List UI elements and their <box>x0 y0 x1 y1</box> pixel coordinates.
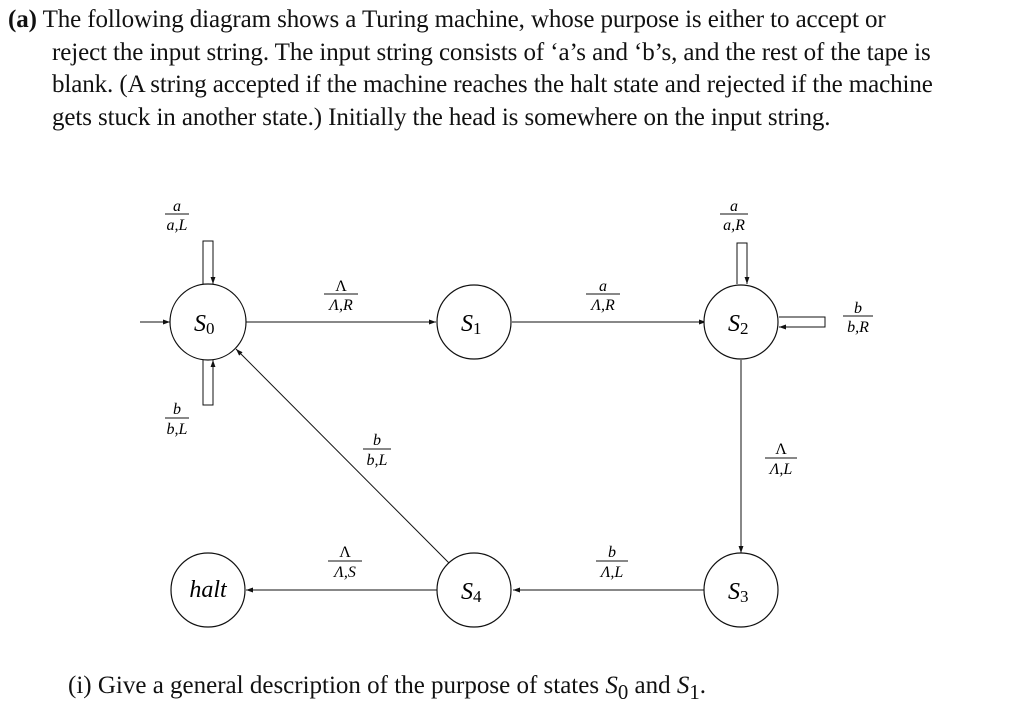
loop-s0-b <box>202 360 216 406</box>
label-s3-s4: b Λ,L <box>596 544 628 581</box>
label-s0-loop-a-action: a,L <box>167 217 188 234</box>
label-s4-halt-read: Λ <box>339 544 351 561</box>
label-s0-s1-read: Λ <box>335 278 347 295</box>
label-s0-loop-a-read: a <box>173 198 181 215</box>
state-s2-sub: 2 <box>740 319 749 338</box>
state-s4-name: S <box>461 579 473 605</box>
label-s0-loop-b-action: b,L <box>167 421 188 438</box>
state-s2-name: S <box>728 311 740 337</box>
subquestion-mid: and <box>628 672 677 699</box>
label-s4-s0-read: b <box>373 432 381 449</box>
state-s0-sub: 0 <box>206 319 215 338</box>
state-s1-sub: 1 <box>473 319 482 338</box>
state-s3-sub: 3 <box>740 587 749 606</box>
state-s2: S2 <box>703 284 779 360</box>
label-s1-s2: a Λ,R <box>586 278 620 314</box>
state-s3-name: S <box>728 579 740 605</box>
label-s1-s2-action: Λ,R <box>589 297 615 314</box>
svg-text:S4: S4 <box>461 579 482 606</box>
label-s2-s3-read: Λ <box>775 441 787 458</box>
state-s0: S0 <box>169 283 247 361</box>
svg-text:S3: S3 <box>728 579 749 606</box>
question-label: (a) <box>8 6 37 33</box>
state-s4: S4 <box>436 552 512 628</box>
loop-s0-a <box>202 240 216 284</box>
question-line-1: The following diagram shows a Turing mac… <box>42 6 886 33</box>
label-s2-s3-action: Λ,L <box>768 461 793 478</box>
state-s1: S1 <box>436 284 512 360</box>
label-s0-loop-b-read: b <box>173 401 181 418</box>
label-s1-s2-read: a <box>599 278 607 295</box>
subquestion-prefix: (i) Give a general description of the pu… <box>68 672 606 699</box>
state-s4-sub: 4 <box>473 587 482 606</box>
label-s4-halt-action: Λ,S <box>332 564 356 581</box>
loop-s2-b <box>779 316 826 330</box>
label-s3-s4-read: b <box>608 544 616 561</box>
label-s4-s0: b b,L <box>363 432 391 469</box>
label-s2-loop-a-action: a,R <box>723 217 745 234</box>
label-s4-halt: Λ Λ,S <box>328 544 362 581</box>
loop-s2-a <box>736 242 750 284</box>
subquestion-s0-sub: 0 <box>617 680 629 704</box>
label-s2-loop-b-action: b,R <box>847 319 869 336</box>
svg-text:S0: S0 <box>194 311 215 338</box>
state-halt-name: halt <box>189 577 228 603</box>
state-s3: S3 <box>703 552 779 628</box>
state-s0-name: S <box>194 311 206 337</box>
question-line-3: blank. (A string accepted if the machine… <box>52 71 933 98</box>
subquestion-s1-sub: 1 <box>689 680 700 704</box>
label-s0-s1-action: Λ,R <box>327 297 353 314</box>
state-halt: halt <box>170 552 246 628</box>
label-s2-loop-a: a a,R <box>720 198 748 234</box>
label-s2-loop-a-read: a <box>730 198 738 215</box>
question-text: (a) The following diagram shows a Turing… <box>8 4 1016 134</box>
label-s0-loop-a: a a,L <box>165 198 189 234</box>
label-s2-loop-b-read: b <box>854 300 862 317</box>
svg-text:S2: S2 <box>728 311 749 338</box>
question-line-4: gets stuck in another state.) Initially … <box>52 103 831 131</box>
subquestion-s1: S <box>676 672 690 699</box>
subquestion-s0: S <box>605 672 618 699</box>
label-s0-loop-b: b b,L <box>165 401 189 438</box>
edge-s4-s0 <box>235 348 450 564</box>
label-s4-s0-action: b,L <box>367 452 388 469</box>
label-s3-s4-action: Λ,L <box>599 564 624 581</box>
label-s2-loop-b: b b,R <box>843 300 873 336</box>
subquestion-suffix: . <box>699 672 707 699</box>
subquestion: (i) Give a general description of the pu… <box>68 670 706 708</box>
state-s1-name: S <box>461 311 473 337</box>
label-s0-s1: Λ Λ,R <box>324 278 358 314</box>
question-line-2: reject the input string. The input strin… <box>52 38 931 66</box>
svg-text:S1: S1 <box>461 311 482 338</box>
label-s2-s3: Λ Λ,L <box>765 441 797 478</box>
